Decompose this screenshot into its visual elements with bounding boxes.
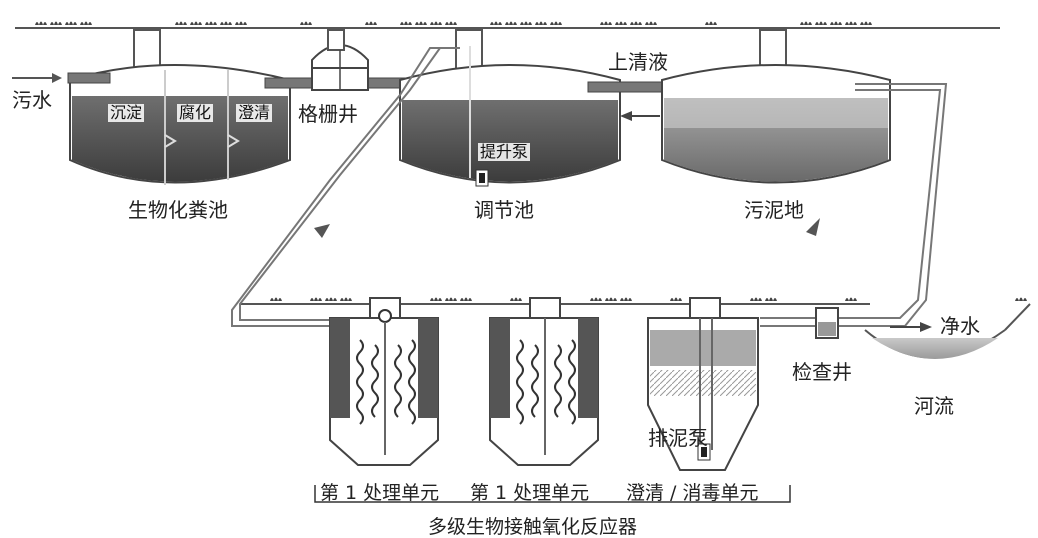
- clarify-label: 澄清: [236, 103, 273, 122]
- sludge-tank: [661, 29, 891, 184]
- inspection-well-label: 检查井: [792, 360, 852, 384]
- lift-pump-label: 提升泵: [478, 142, 531, 161]
- sediment-label: 沉淀: [108, 103, 145, 122]
- supernatant-pipe: [587, 81, 669, 93]
- grille-well: [264, 29, 406, 91]
- sewage-label: 污水: [12, 88, 52, 112]
- regulating-tank-label: 调节池: [474, 198, 534, 222]
- inspection-well: [815, 307, 839, 339]
- river: [864, 303, 1031, 359]
- flow-lines: [231, 47, 948, 327]
- river-label: 河流: [914, 394, 954, 418]
- clarify-disinfect-unit: [647, 297, 759, 471]
- regulating-tank: [399, 29, 621, 187]
- clean-water-label: 净水: [940, 314, 980, 338]
- inlet-pipe: [67, 72, 111, 84]
- grille-well-label: 格栅井: [298, 102, 358, 126]
- sludge-field-label: 污泥地: [744, 198, 804, 222]
- supernatant-label: 上清液: [608, 50, 668, 74]
- decompose-label: 腐化: [177, 103, 214, 122]
- unit2-label: 第 1 处理单元: [470, 482, 590, 504]
- treatment-unit-2: [489, 297, 599, 466]
- unit1-label: 第 1 处理单元: [320, 482, 440, 504]
- bracket: [314, 485, 791, 503]
- sludge-pump-label: 排泥泵: [648, 426, 708, 450]
- septic-tank-label: 生物化粪池: [128, 198, 228, 222]
- caption: 多级生物接触氧化反应器: [428, 516, 638, 538]
- unit3-label: 澄清 / 消毒单元: [626, 482, 759, 504]
- up-arrow: [806, 218, 820, 236]
- down-arrow: [314, 224, 330, 238]
- treatment-unit-1: [329, 297, 439, 466]
